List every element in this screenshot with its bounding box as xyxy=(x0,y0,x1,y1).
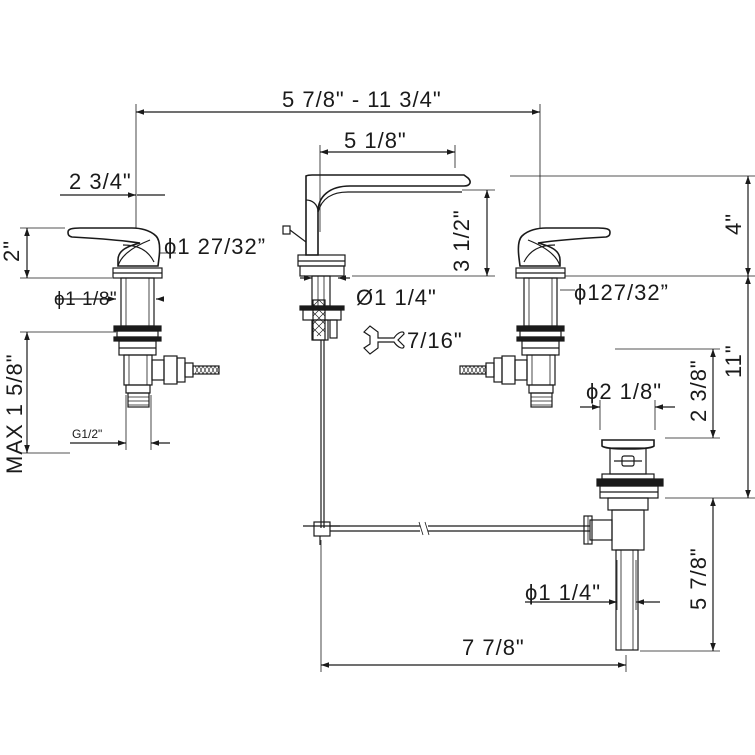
dimension-labels: 5 7/8" - 11 3/4" 5 1/8" 2 3/4" ϕ1 27/32”… xyxy=(0,87,746,660)
dim-lift-rod-length: 7 7/8" xyxy=(462,635,525,660)
dimension-lines xyxy=(20,104,755,672)
lift-rod xyxy=(330,521,590,536)
dim-max-deck: MAX 1 5/8" xyxy=(2,353,27,474)
dim-handle-height: 2" xyxy=(0,240,24,262)
dim-spout-base-dia: Ø1 1/4" xyxy=(356,285,437,310)
dim-total-height: 11" xyxy=(721,344,746,378)
dim-drain-flange-height: 2 3/8" xyxy=(686,359,711,422)
dim-top-height: 4" xyxy=(721,213,746,235)
spout xyxy=(282,174,471,545)
pop-up-drain xyxy=(583,439,664,651)
dim-handle-dia-right: ϕ127/32” xyxy=(574,280,669,305)
dim-drain-flange-dia: ϕ2 1/8" xyxy=(586,379,662,404)
wrench-icon xyxy=(363,325,405,355)
dim-spout-reach: 5 1/8" xyxy=(344,128,407,153)
dim-handle-width: 2 3/4" xyxy=(69,169,132,194)
dim-drain-tail-length: 5 7/8" xyxy=(686,547,711,610)
left-handle-valve xyxy=(67,227,220,408)
dim-spout-height: 3 1/2" xyxy=(449,209,474,272)
dim-drain-tail-dia: ϕ1 1/4" xyxy=(525,580,601,605)
dim-handle-dia-left: ϕ1 27/32” xyxy=(164,234,266,259)
dim-thread: G1/2" xyxy=(72,427,102,441)
dim-wrench: 7/16" xyxy=(407,328,463,353)
dim-overall-spread: 5 7/8" - 11 3/4" xyxy=(282,87,442,112)
dim-shank-dia: ϕ1 1/8" xyxy=(54,289,117,310)
right-handle-valve xyxy=(459,227,611,408)
